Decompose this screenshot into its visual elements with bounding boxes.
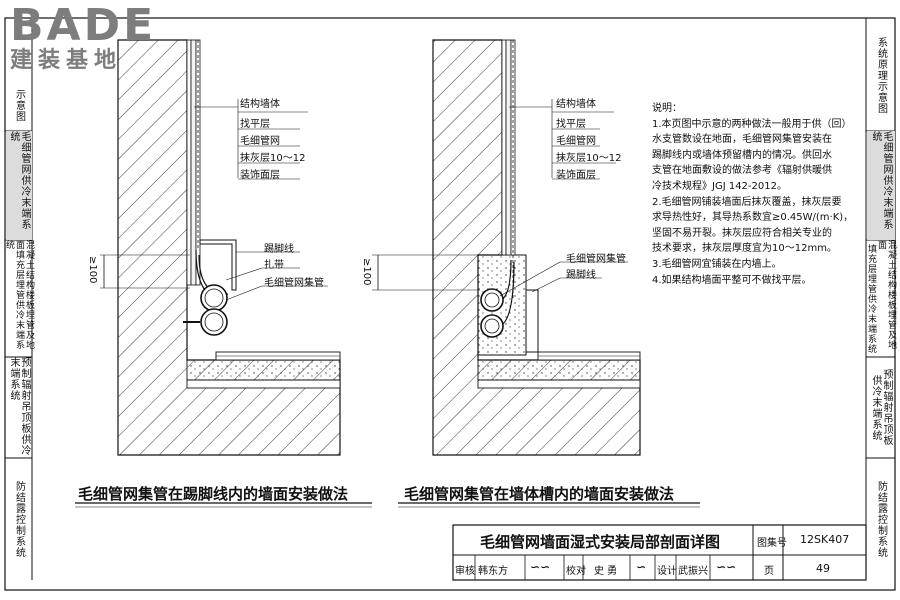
right-dimension-label: ≥100	[361, 258, 372, 286]
designer-name: 武振兴	[678, 566, 708, 577]
atlas-number: 12SK407	[800, 533, 850, 546]
right-tab-1[interactable]: 毛细管网供冷末端系统	[867, 131, 895, 240]
checker-name: 史 勇	[594, 566, 618, 577]
right-detail-caption: 毛细管网集管在墙体槽内的墙面安装做法	[404, 485, 675, 503]
left-tab-3[interactable]: 预制辐射吊顶板供冷末端系统	[6, 357, 32, 458]
notes-line: 求导热性好，其导热系数宜≥0.45W/(m·K)，	[652, 212, 854, 224]
left-callout-skirting: 踢脚线	[264, 244, 294, 255]
check-label: 校对	[566, 566, 586, 577]
left-callout-tie-strap: 扎带	[264, 260, 284, 271]
notes-line: 4.如果结构墙面平整可不做找平层。	[652, 274, 812, 286]
notes-line: 踢脚线内或墙体预留槽内的情况。供回水	[652, 149, 832, 161]
logo-subtitle: 建装基地	[10, 48, 123, 73]
left-tab-4-label: 防结露控制系统	[13, 480, 25, 558]
page-label: 页	[764, 566, 774, 577]
right-callout-header-pipe: 毛细管网集管	[566, 254, 626, 265]
left-tab-0[interactable]: 示意图	[6, 80, 32, 130]
notes-line: 技术要求，抹灰层厚度宜为10～12mm。	[652, 243, 837, 255]
right-tab-0-label: 系统原理示意图	[875, 36, 887, 114]
right-tab-3-label-a: 供冷末端系统	[870, 374, 881, 441]
right-layer-capillary-mat: 毛细管网	[556, 136, 596, 147]
title-block-frame	[452, 524, 867, 581]
left-tab-2-label: 混凝土结构楼板埋管及地面填充层埋管供冷末端系统	[4, 240, 34, 350]
checker-signature: ∽	[636, 560, 647, 574]
notes-block: 说明： 1.本页图中示意的两种做法一般用于供（回） 水支管数设在地面，毛细管网集…	[652, 101, 854, 288]
notes-line: 1.本页图中示意的两种做法一般用于供（回）	[652, 118, 852, 130]
left-tab-0-label: 示意图	[13, 88, 25, 122]
left-dimension-label: ≥100	[87, 256, 98, 284]
left-tab-3-label: 预制辐射吊顶板供冷末端系统	[8, 357, 30, 456]
notes-line: 2.毛细管网铺装墙面后抹灰覆盖，抹灰层要	[652, 196, 842, 208]
notes-line: 冷技术规程》JGJ 142-2012。	[652, 180, 787, 192]
reviewer-signature: ∽∽	[530, 560, 551, 574]
notes-line: 坚固不易开裂。抹灰层应符合相关专业的	[652, 227, 832, 239]
right-tab-1-label: 毛细管网供冷末端系统	[870, 131, 892, 230]
notes-line: 水支管数设在地面，毛细管网集管安装在	[652, 134, 832, 146]
left-layer-structure-wall: 结构墙体	[240, 99, 280, 110]
logo-wordmark: BADE	[10, 0, 157, 51]
right-tab-3-label-b: 预制辐射吊顶板	[881, 369, 892, 446]
right-layer-plaster: 抹灰层10～12	[556, 153, 622, 164]
left-detail-caption: 毛细管网集管在踢脚线内的墙面安装做法	[78, 485, 349, 503]
right-tab-2[interactable]: 填充层埋管供冷末端系统 混凝土结构楼板埋管及地面	[866, 240, 896, 357]
left-layer-finish: 装饰面层	[240, 170, 280, 181]
notes-title: 说明：	[652, 103, 682, 114]
right-tab-3[interactable]: 供冷末端系统 预制辐射吊顶板	[867, 357, 895, 458]
page-number: 49	[816, 562, 830, 575]
left-tab-4[interactable]: 防结露控制系统	[6, 458, 32, 580]
left-layer-leveling: 找平层	[240, 119, 270, 130]
reviewer-name: 韩东方	[478, 566, 508, 577]
right-tab-4-label: 防结露控制系统	[875, 480, 887, 558]
right-tab-0[interactable]: 系统原理示意图	[867, 19, 895, 131]
design-label: 设计	[657, 566, 677, 577]
right-layer-finish: 装饰面层	[556, 170, 596, 181]
right-tab-2-label-b: 混凝土结构楼板埋管及地面	[876, 240, 896, 350]
right-callout-skirting: 踢脚线	[566, 270, 596, 281]
left-layer-capillary-mat: 毛细管网	[240, 136, 280, 147]
drawing-title: 毛细管网墙面湿式安装局部剖面详图	[480, 533, 721, 551]
brand-logo: BADE 建装基地	[10, 4, 156, 74]
right-layer-leveling: 找平层	[556, 119, 586, 130]
left-tab-1[interactable]: 毛细管网供冷末端系统	[6, 131, 32, 240]
left-section-drawing	[75, 39, 372, 508]
left-callout-header-pipe: 毛细管网集管	[264, 278, 324, 289]
review-label: 审核	[455, 566, 475, 577]
right-tab-4[interactable]: 防结露控制系统	[867, 458, 895, 580]
left-layer-plaster: 抹灰层10～12	[240, 153, 306, 164]
left-tab-1-label: 毛细管网供冷末端系统	[8, 131, 30, 230]
designer-signature: ∽∽	[716, 560, 737, 574]
left-tab-2[interactable]: 混凝土结构楼板埋管及地面填充层埋管供冷末端系统	[4, 240, 34, 357]
notes-line: 3.毛细管网宜铺装在内墙上。	[652, 258, 782, 270]
right-layer-structure-wall: 结构墙体	[556, 99, 596, 110]
notes-line: 支管在地面敷设的做法参考《辐射供暖供	[652, 165, 832, 177]
atlas-label: 图集号	[757, 538, 787, 549]
right-section-drawing	[372, 39, 700, 508]
right-tab-2-label-a: 填充层埋管供冷末端系统	[866, 243, 876, 354]
